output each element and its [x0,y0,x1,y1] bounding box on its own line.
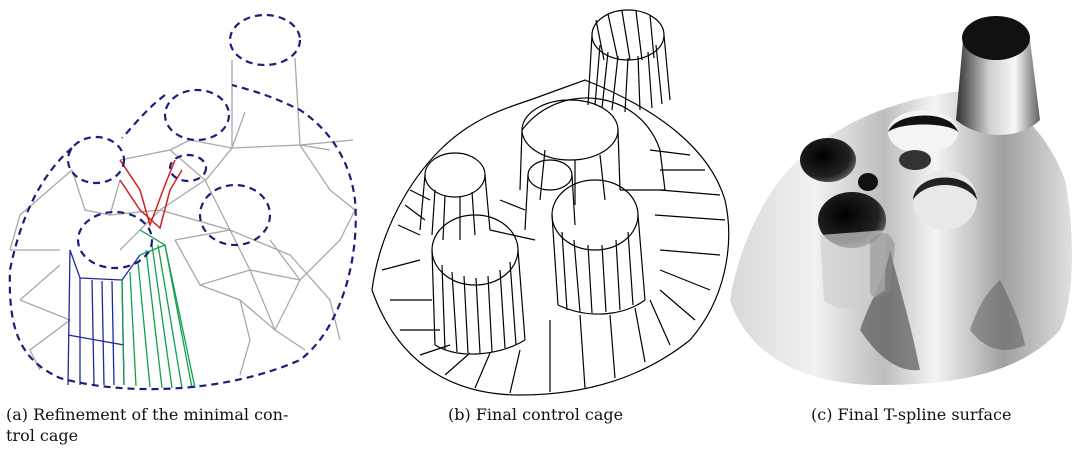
black-cage-edges [371,9,730,396]
green-refinement-edges [121,229,196,389]
surface-render [730,16,1072,385]
caption-b: (b) Final control cage [448,405,624,424]
minimal-control-cage-figure [8,13,357,391]
caption-a: (a) Refinement of the minimal con- trol … [6,405,289,445]
tspline-surface-figure [730,16,1072,385]
caption-c: (c) Final T-spline surface [811,405,1012,424]
blue-refinement-edges [67,249,141,386]
dashed-cage-boundary [8,13,357,391]
final-control-cage-figure [371,9,730,396]
red-refinement-edges [119,159,183,230]
panel-c [720,0,1075,400]
panel-b [360,0,740,400]
panel-a [0,0,370,400]
grey-cage-edges [9,57,356,376]
